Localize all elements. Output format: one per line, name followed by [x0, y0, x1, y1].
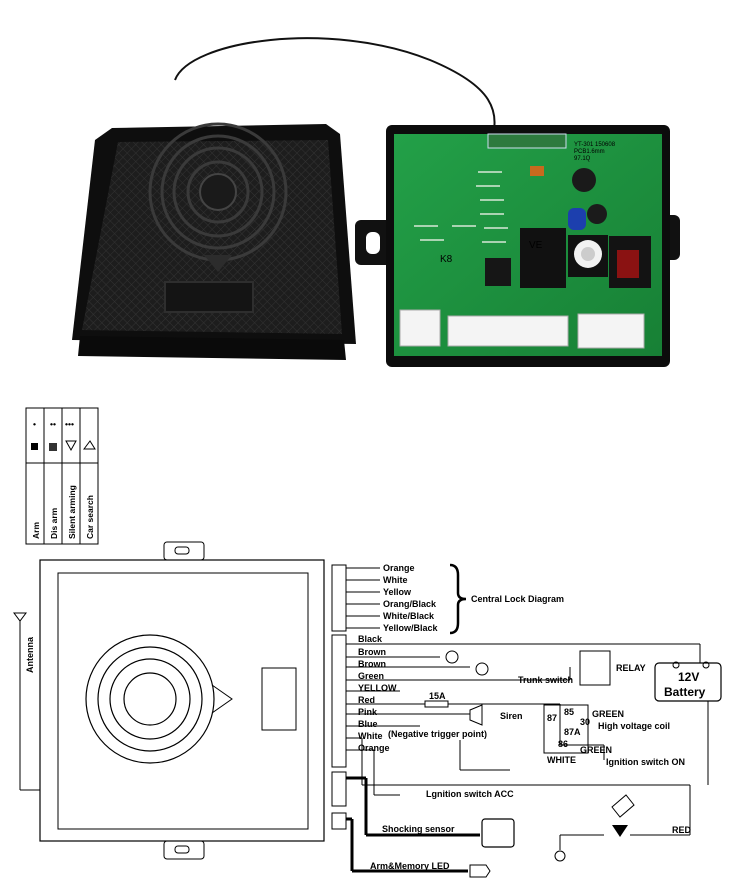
function-dots-disarm: •• — [50, 419, 56, 429]
wiring-diagram: Arm Dis arm Silent arming Car search • •… — [13, 407, 722, 878]
shock-sensor-label: Shocking sensor — [382, 824, 455, 834]
wire-blue: Blue — [358, 719, 378, 729]
led-label: Arm&Memory LED — [370, 861, 450, 871]
relay-icon — [579, 650, 611, 686]
board-silk: K8 — [440, 254, 453, 265]
pcb-module: YT-301 150608 PCB1.6mm 97.1Q VE K8 — [355, 125, 680, 367]
cl-wire-white-black: White/Black — [383, 611, 435, 621]
product-photo: YT-301 150608 PCB1.6mm 97.1Q VE K8 — [72, 37, 680, 367]
lock-icon — [31, 443, 38, 450]
red-label: RED — [672, 825, 692, 835]
pin-switch-icon — [612, 825, 628, 837]
central-lock-wires — [346, 567, 380, 629]
cover-spiral-emblem — [148, 122, 288, 272]
shock-sensor-wiring — [346, 776, 480, 873]
function-label-arm: Arm — [31, 522, 41, 539]
function-dots-silent: ••• — [65, 419, 74, 429]
module-window — [261, 667, 297, 731]
pin-87: 87 — [547, 713, 557, 723]
ignition-acc-label: Lgnition switch ACC — [426, 789, 514, 799]
battery-icon — [654, 661, 722, 702]
car-search-icon — [83, 440, 96, 450]
wire-brown-2: Brown — [358, 659, 386, 669]
coil-relay-icon — [543, 704, 589, 754]
cl-wire-yellow: Yellow — [383, 587, 412, 597]
central-lock-brace — [449, 563, 467, 635]
module-cover — [72, 122, 356, 360]
function-table: Arm Dis arm Silent arming Car search • •… — [25, 407, 99, 545]
wire-brown-1: Brown — [358, 647, 386, 657]
unlock-icon — [49, 443, 57, 451]
fuse-icon — [424, 700, 449, 708]
cl-wire-orang-black: Orang/Black — [383, 599, 437, 609]
wire-green: Green — [358, 671, 384, 681]
relay-label: VE — [529, 240, 543, 251]
siren-label: Siren — [500, 711, 523, 721]
function-label-silent-arming: Silent arming — [67, 485, 77, 539]
lamp-icon — [554, 850, 566, 862]
function-dots-arm: • — [33, 419, 36, 429]
board-text-2: PCB1.6mm — [574, 149, 605, 155]
hood-switch-icon — [611, 794, 635, 818]
pin-87a: 87A — [564, 727, 581, 737]
wire-black: Black — [358, 634, 383, 644]
negative-trigger-label: (Negative trigger point) — [388, 729, 487, 739]
high-voltage-coil-label: High voltage coil — [598, 721, 670, 731]
wire-yellow: YELLOW — [358, 683, 397, 693]
pin-86: 86 — [558, 739, 568, 749]
wire-red: Red — [358, 695, 375, 705]
pin-30: 30 — [580, 717, 590, 727]
main-wires — [346, 643, 709, 850]
pin-85: 85 — [564, 707, 574, 717]
cover-window — [164, 281, 254, 313]
door-switch-icon — [425, 650, 489, 676]
wire-pink: Pink — [358, 707, 378, 717]
pcb-traces — [414, 171, 508, 243]
shock-sensor-icon — [481, 818, 515, 848]
board-text-3: 97.1Q — [574, 156, 591, 162]
battery-voltage: 12V — [678, 670, 699, 684]
antenna-wire — [174, 37, 496, 151]
relay-label-text: RELAY — [616, 663, 646, 673]
green-label-b: GREEN — [580, 745, 612, 755]
function-label-disarm: Dis arm — [49, 507, 59, 539]
antenna-label: Antenna — [25, 636, 35, 673]
ignition-on-label: Ignition switch ON — [606, 757, 685, 767]
green-label-a: GREEN — [592, 709, 624, 719]
siren-icon — [469, 704, 483, 726]
fuse-label: 15A — [429, 691, 446, 701]
trunk-switch-label: Trunk switch — [518, 675, 573, 685]
cl-wire-yellow-black: Yellow/Black — [383, 623, 439, 633]
module-diagram — [39, 541, 347, 860]
wire-orange: Orange — [358, 743, 390, 753]
white-label: WHITE — [547, 755, 576, 765]
led-icon — [469, 864, 491, 878]
board-text: YT-301 150608 — [574, 142, 616, 148]
cl-wire-orange: Orange — [383, 563, 415, 573]
function-label-car-search: Car search — [85, 495, 95, 539]
wire-white: White — [358, 731, 383, 741]
central-lock-title: Central Lock Diagram — [471, 594, 564, 604]
cl-wire-white: White — [383, 575, 408, 585]
battery-label: Battery — [664, 685, 706, 699]
silent-icon — [65, 440, 77, 452]
